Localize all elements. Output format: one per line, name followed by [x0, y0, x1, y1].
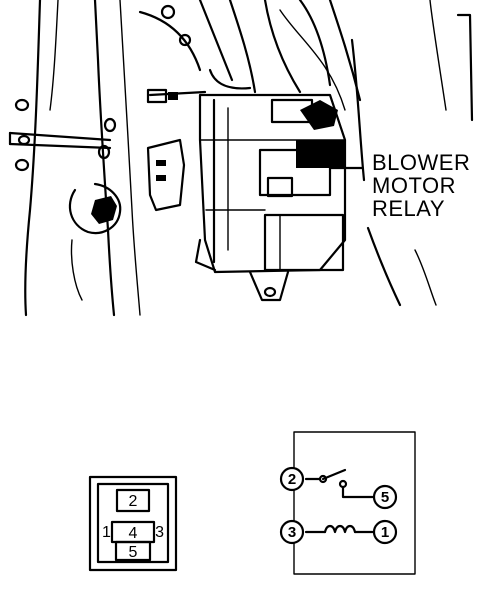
callout-line-2: MOTOR — [372, 173, 456, 198]
connector-pin-5: 5 — [129, 544, 138, 561]
relay-schematic: 2 5 3 1 — [279, 431, 416, 575]
schematic-terminal-5 — [372, 484, 398, 510]
connector-pin-3: 3 — [155, 524, 164, 541]
schematic-terminal-1 — [372, 519, 398, 545]
terminal-label-2: 2 — [288, 471, 296, 488]
callout-line-3: RELAY — [372, 196, 445, 221]
connector-pin-4: 4 — [129, 525, 138, 542]
terminal-label-5: 5 — [381, 489, 389, 506]
callout-line-1: BLOWER — [372, 150, 470, 175]
terminal-label-3: 3 — [288, 524, 296, 541]
schematic-terminal-2 — [279, 466, 305, 492]
blower-motor-relay-callout: BLOWER MOTOR RELAY — [372, 150, 470, 221]
connector-pin-1: 1 — [102, 524, 111, 541]
relay-location-illustration — [8, 0, 474, 317]
relay-connector-pinout: 2 1 4 3 5 — [88, 475, 178, 572]
schematic-terminal-3 — [279, 519, 305, 545]
terminal-label-1: 1 — [381, 524, 389, 541]
connector-pin-2: 2 — [129, 493, 138, 510]
